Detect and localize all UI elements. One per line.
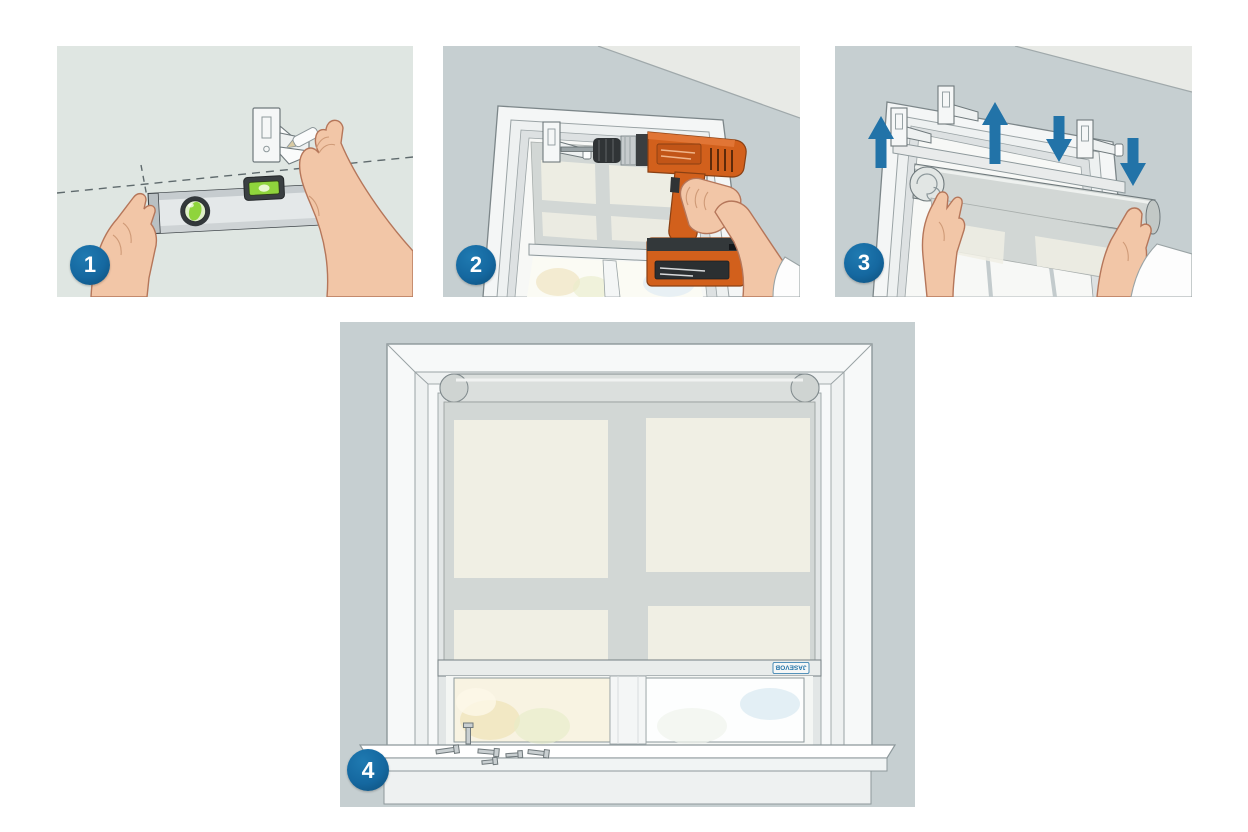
shade-pane-glow <box>454 420 608 578</box>
illustration-step-3-mount-shade <box>835 46 1192 297</box>
drill-chuck <box>593 138 621 163</box>
window-sill <box>358 744 897 805</box>
window-glass <box>446 675 813 747</box>
arrow-up-icon <box>868 116 894 168</box>
step-1-badge: 1 <box>70 245 110 285</box>
window-mullion <box>609 675 647 745</box>
right-hand-with-pencil <box>285 119 413 297</box>
illustration-step-2-drill-brackets <box>443 46 800 297</box>
head-rail <box>892 141 1126 194</box>
sill-apron <box>383 770 872 805</box>
illustration-step-1-mark-with-level <box>57 46 413 297</box>
step-panel-1: 1 <box>57 46 413 297</box>
wall-bracket-right <box>1076 119 1124 159</box>
step-panel-2: 2 <box>443 46 800 297</box>
wall-bracket-middle <box>937 85 979 125</box>
step-4-badge: 4 <box>347 749 389 791</box>
roller-shade: JASEVOB <box>437 401 822 682</box>
right-hand <box>1096 207 1192 297</box>
step-1-number: 1 <box>83 252 97 277</box>
step-3-number: 3 <box>857 250 871 275</box>
shade-brand-label-text: JASEVOB <box>775 664 806 671</box>
level-bubble-vial <box>243 175 285 201</box>
mitre-joints <box>386 343 873 385</box>
step-4-number: 4 <box>361 756 375 783</box>
left-glass-pane <box>453 677 611 744</box>
step-panel-3: 3 <box>835 46 1192 297</box>
arrow-up-icon <box>982 102 1008 164</box>
window-mullion <box>602 259 621 297</box>
screws <box>435 722 550 766</box>
rolled-shade-tube <box>909 163 1161 285</box>
shade-brand-label: JASEVOB <box>772 662 810 674</box>
arrow-down-icon <box>1120 138 1146 186</box>
arrow-down-icon <box>1046 116 1072 162</box>
step-2-number: 2 <box>469 252 483 277</box>
pencil-tick-mark <box>140 164 148 198</box>
drill-bit <box>560 146 598 152</box>
wall-bracket-left <box>890 107 932 147</box>
pencil <box>285 127 319 149</box>
dashed-guide-line <box>57 156 413 194</box>
level-round-vial <box>180 196 211 227</box>
shirt-cuff <box>772 256 800 297</box>
shirt-cuff <box>1130 243 1192 297</box>
shade-bottom-bar <box>437 659 822 677</box>
shade-pane-glow <box>454 610 608 662</box>
shade-cassette <box>439 373 820 403</box>
step-panel-4: JASEVOB <box>340 322 915 807</box>
drill-trigger <box>670 177 680 193</box>
left-hand <box>921 191 966 297</box>
shade-pane-glow <box>648 606 810 662</box>
step-2-badge: 2 <box>456 245 496 285</box>
direction-arrows <box>868 102 1146 186</box>
drill-battery <box>646 237 746 287</box>
shade-roll-end <box>909 166 945 202</box>
illustration-step-4-finished-shade: JASEVOB <box>340 322 915 807</box>
step-3-badge: 3 <box>844 243 884 283</box>
right-glass-pane <box>645 677 805 744</box>
right-hand-on-drill <box>679 177 800 297</box>
shade-pane-glow <box>646 418 810 572</box>
cordless-drill <box>560 131 747 287</box>
